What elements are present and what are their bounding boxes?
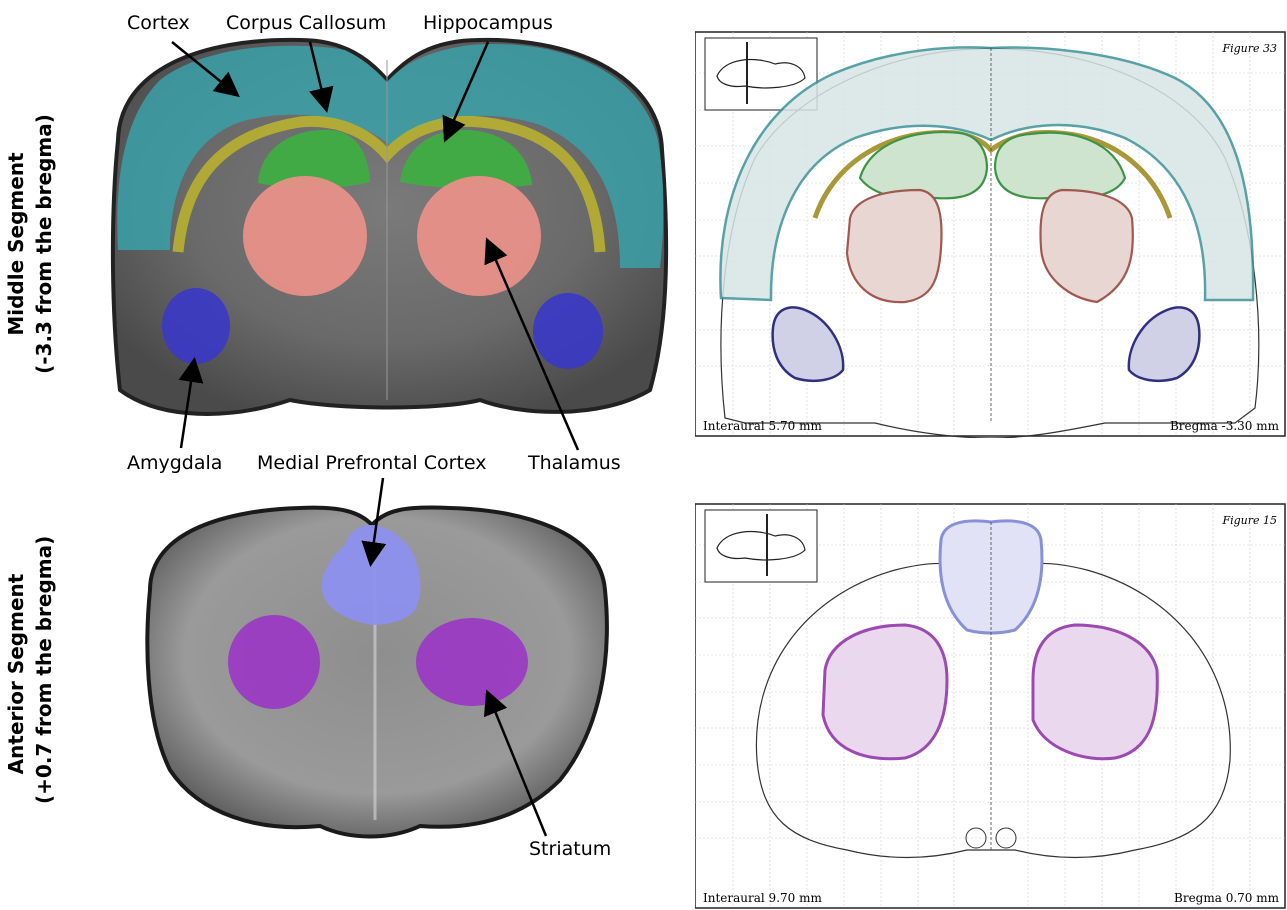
atlas-bottom-inset — [705, 510, 817, 582]
atlas-bottom-panel: Figure 15 Interaural 9.70 mm Bregma 0.70… — [695, 500, 1287, 910]
mri-striatum-left — [228, 615, 320, 709]
atlas-top-thalamus-left — [847, 190, 942, 302]
atlas-top-panel: Figure 33 Interaural 5.70 mm Bregma -3.3… — [695, 28, 1287, 438]
mri-anterior-segment — [147, 508, 606, 837]
mri-thalamus-left — [243, 176, 367, 296]
atlas-top-interaural: Interaural 5.70 mm — [703, 419, 822, 433]
atlas-top-figure: Figure 33 — [1221, 42, 1277, 55]
atlas-bottom-interaural: Interaural 9.70 mm — [703, 891, 822, 905]
atlas-bottom-bregma: Bregma 0.70 mm — [1174, 891, 1280, 905]
mri-striatum-right — [416, 618, 528, 706]
atlas-bottom-striatum-left — [823, 625, 947, 759]
mri-middle-segment — [113, 40, 666, 414]
mri-panels — [0, 0, 690, 910]
atlas-bottom-striatum-right — [1033, 625, 1157, 759]
mri-amygdala-left — [162, 288, 230, 364]
atlas-bottom-figure: Figure 15 — [1221, 514, 1277, 527]
atlas-top-bregma: Bregma -3.30 mm — [1170, 419, 1280, 433]
mri-amygdala-right — [533, 293, 603, 369]
mri-thalamus-right — [417, 176, 541, 296]
